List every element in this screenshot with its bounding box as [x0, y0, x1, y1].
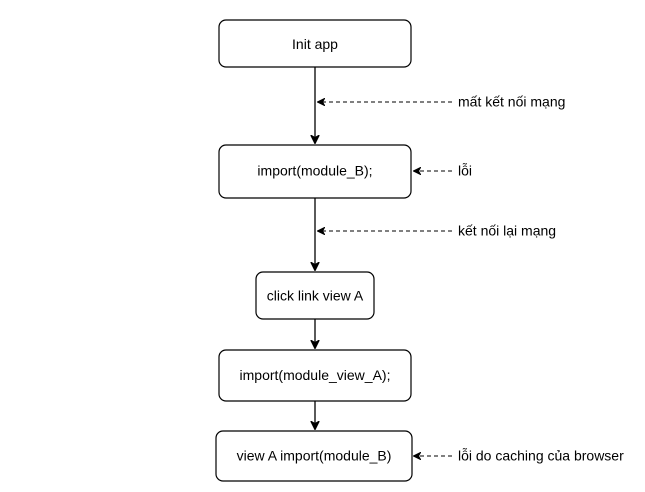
node-init-app-label: Init app [292, 36, 338, 52]
node-import-module-view-a-label: import(module_view_A); [240, 367, 391, 383]
note-error: lỗi [458, 163, 472, 179]
note-network-lost: mất kết nối mạng [458, 94, 565, 110]
node-view-a-import-module-b: view A import(module_B) [215, 430, 413, 482]
node-init-app: Init app [218, 19, 412, 68]
node-import-module-b: import(module_B); [218, 144, 412, 199]
note-network-restored: kết nối lại mạng [458, 223, 556, 239]
note-cache-error: lỗi do caching của browser [458, 448, 624, 464]
node-click-link-view-a-label: click link view A [267, 288, 364, 304]
node-import-module-view-a: import(module_view_A); [218, 349, 412, 402]
node-import-module-b-label: import(module_B); [257, 163, 372, 179]
node-click-link-view-a: click link view A [255, 271, 375, 320]
node-view-a-import-module-b-label: view A import(module_B) [237, 448, 392, 464]
